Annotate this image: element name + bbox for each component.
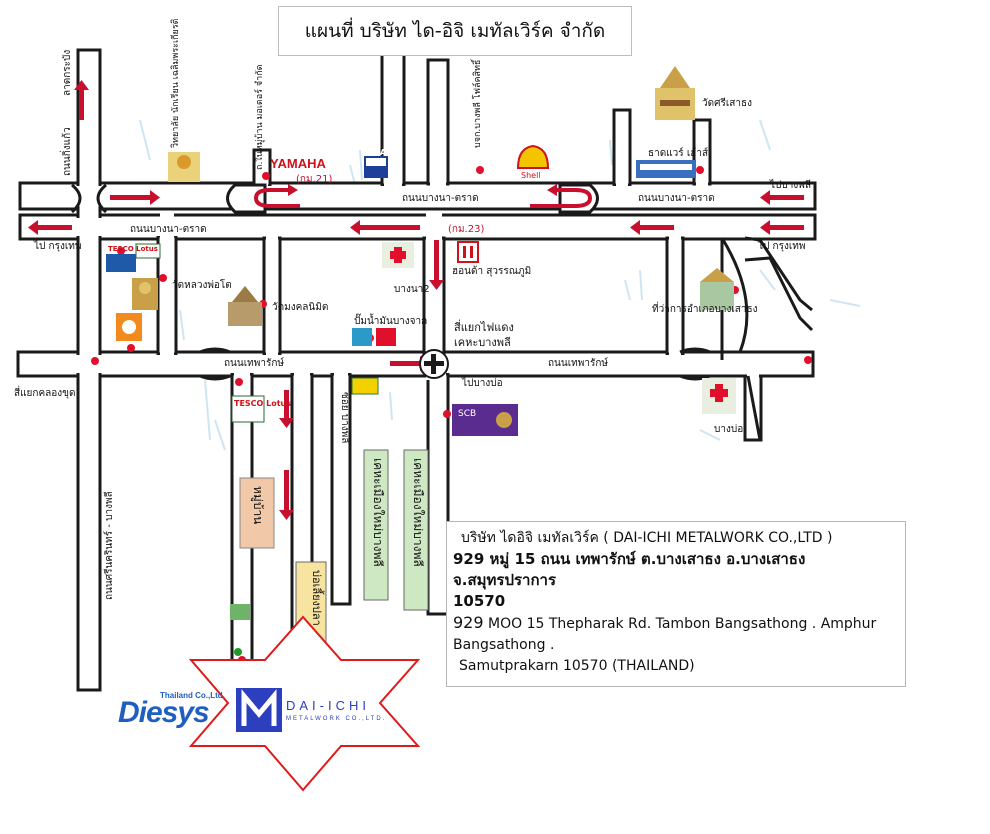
gas-station-icon [352, 328, 396, 346]
label-yamaha: YAMAHA [270, 156, 326, 171]
label-village: หมู่บ้าน [251, 486, 265, 525]
label-hardware-house: ธาดแวร์ เฮ้าส์ [648, 148, 709, 159]
location-dots [91, 166, 812, 418]
label-hospital-bangna2: บางนา2 [394, 284, 430, 295]
district-office-icon [700, 268, 734, 310]
label-km21: (กม.21) [296, 174, 333, 185]
label-road-kingkaew: ถนนกิ่งแก้ว [62, 127, 73, 176]
label-wat-luang: วัดหลวงพ่อโต [172, 280, 232, 291]
diesys-sub: Thailand Co.,Ltd. [160, 691, 225, 700]
map-title: แผนที่ บริษัท ได-อิจิ เมทัลเวิร์ค จำกัด [278, 6, 632, 56]
bank-icon [351, 377, 379, 395]
label-road-yamaha: ถ.ในหมู่บ้าน มอเตอร์ จำกัด [255, 64, 265, 170]
label-road-bangphli-left: ถนนศรีนครินทร์ - บางพลี [104, 491, 115, 600]
label-bangna-trat-left: ถนนบางนา-ตราด [130, 224, 207, 235]
buddha-icon [132, 278, 158, 310]
label-honda: ฮอนด้า สุวรรณภูมิ [452, 266, 532, 277]
label-theparak-left: ถนนเทพารักษ์ [224, 358, 284, 369]
label-to-bangkok-right: ไป กรุงเทพ [758, 241, 806, 252]
label-si-yaek-khlong: สี่แยกคลองขุด [14, 388, 76, 399]
label-bangna-trat-right: ถนนบางนา-ตราด [638, 193, 715, 204]
theparak-bulges [199, 347, 711, 381]
u-turn-arrows [253, 188, 593, 208]
address-box: บริษัท ไดอิจิ เมทัลเวิร์ค ( DAI-ICHI MET… [446, 521, 906, 687]
label-housing-b: เคหะเมืองใหม่บางพลี [411, 458, 425, 567]
label-soi: ซอย บางพลี [339, 392, 350, 444]
label-tesco-top: TESCO Lotus [108, 245, 158, 253]
shell-icon [516, 144, 550, 169]
address-en-line-b: Bangsathong . [453, 637, 555, 653]
daiichi-sub: METALWORK CO.,LTD. [286, 716, 387, 722]
water-streaks [139, 119, 861, 451]
hospital-icon [382, 242, 414, 268]
housing-blocks [363, 449, 429, 611]
label-scb: SCB [458, 409, 477, 419]
label-wat-sri: วัดศรีเสาธง [702, 98, 752, 109]
label-road-toa: บจก.บางพลี โฟล์คสิทธิ์ [473, 59, 483, 148]
school-icon [168, 152, 200, 182]
label-toa: TOA [368, 148, 387, 157]
label-wat-mongkol: วัดมงคลนิมิต [272, 302, 329, 313]
address-en-line-c: Samutprakarn 10570 (THAILAND) [459, 658, 695, 674]
hospital-bangbo-icon [702, 378, 736, 414]
tesco-lotus-icon [106, 243, 161, 272]
label-to-bangpli: ไปบางพลี [770, 180, 811, 191]
hardware-house-icon [636, 160, 696, 178]
daiichi-logo-mark [236, 688, 282, 732]
label-fish-pond: บ่อเลี้ยงปลา [310, 570, 323, 626]
label-bangna-trat-mid: ถนนบางนา-ตราด [402, 193, 479, 204]
tesco-lotus-bottom-icon [231, 395, 265, 423]
address-en-number: 929 [453, 613, 484, 632]
traffic-light-icon [419, 349, 449, 379]
label-theparak-right: ถนนเทพารักษ์ [548, 358, 608, 369]
address-en-line: MOO 15 Thepharak Rd. Tambon Bangsathong … [483, 616, 877, 632]
label-junction-line1: สี่แยกไฟแดง [454, 321, 514, 334]
company-star-marker [188, 615, 421, 792]
village-block [239, 477, 275, 549]
scb-icon [452, 404, 518, 436]
wat-mongkol-icon [228, 286, 262, 326]
label-junction-line2: เคหะบางพลี [454, 336, 511, 349]
label-tesco-bottom: TESCO Lotus [234, 399, 292, 408]
label-km23: (กม.23) [448, 224, 485, 235]
label-district-office: ที่ว่าการอำเภอบางเสาธง [652, 304, 758, 315]
u-turn-heads [288, 184, 557, 196]
label-to-bangkok-left: ไป กรุงเทพ [34, 241, 82, 252]
address-thai-line: หมู่ 15 ถนน เทพารักษ์ ต.บางเสาธง อ.บางเส… [453, 550, 806, 589]
label-road-latkrabang: ลาดกระบัง [62, 49, 73, 96]
address-company: บริษัท ไดอิจิ เมทัลเวิร์ค ( DAI-ICHI MET… [461, 530, 833, 546]
label-hospital-bangbo: บางบ่อ [714, 424, 744, 435]
temple-icon [655, 66, 695, 120]
address-english: 929 MOO 15 Thepharak Rd. Tambon Bangsath… [453, 612, 897, 635]
label-gas-station: ปั๊มน้ำมันบางจาก [354, 316, 428, 327]
address-thai: 929 หมู่ 15 ถนน เทพารักษ์ ต.บางเสาธง อ.บ… [453, 549, 897, 591]
daiichi-logo-text: DAI-ICHI [286, 698, 370, 713]
diesys-logo: Diesys [118, 696, 210, 729]
address-thai-zip: 10570 [453, 592, 506, 610]
shop-icon [116, 313, 142, 341]
label-to-bangbo: ไปบางบ่อ [462, 378, 503, 389]
honda-icon [457, 241, 479, 263]
direction-arrows [28, 80, 804, 520]
label-housing-a: เคหะเมืองใหม่บางพลี [371, 458, 385, 567]
label-shell: Shell [521, 171, 541, 180]
toa-icon [364, 156, 388, 178]
address-thai-number: 929 [453, 550, 485, 568]
label-school: วิทยาลัย นักเรียน เฉลิมพระเกียรติ [171, 18, 181, 149]
